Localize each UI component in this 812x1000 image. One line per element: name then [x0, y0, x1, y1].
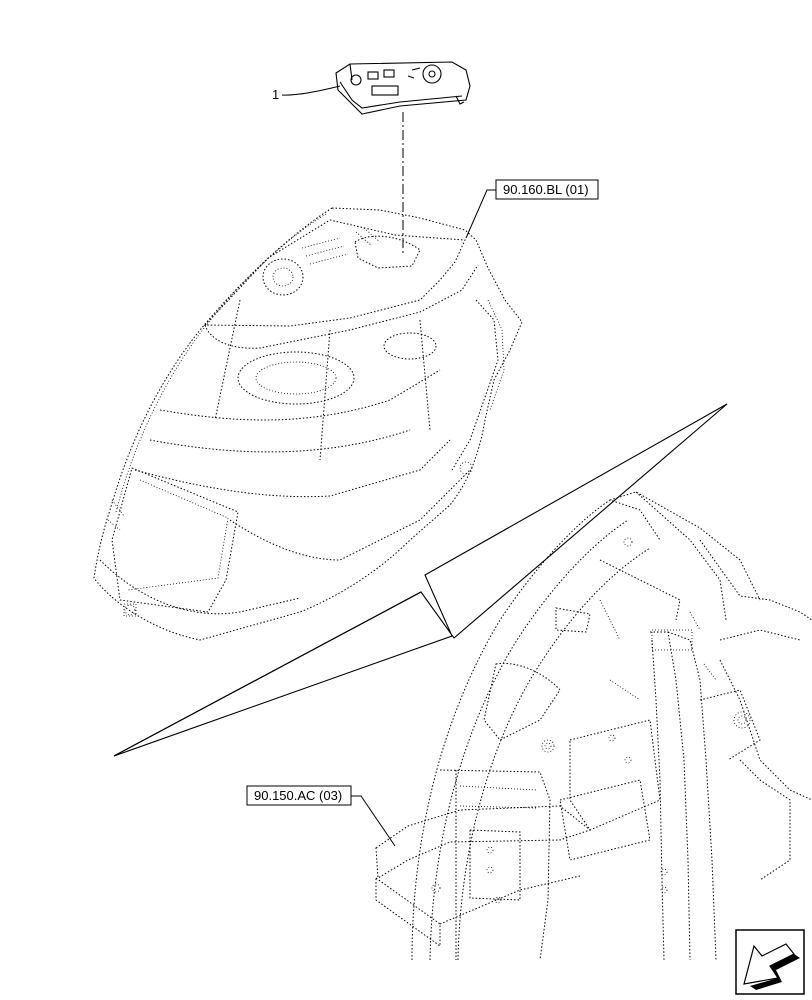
fender-wheel-arch-assembly: [375, 491, 812, 961]
reference-callout-bottom[interactable]: 90.150.AC (03): [246, 785, 352, 806]
cab-dashboard-shroud: [93, 207, 523, 641]
ref-top-leader: [465, 189, 496, 239]
ref-bottom-leader: [351, 795, 396, 847]
part-number-leader: [281, 85, 341, 96]
part-number-label: 1: [272, 87, 279, 102]
navigation-arrow-icon[interactable]: [735, 929, 805, 995]
ref-label-bottom: 90.150.AC (03): [254, 788, 342, 803]
part-1-switch-panel[interactable]: [335, 61, 471, 115]
ref-label-top: 90.160.BL (01): [503, 182, 589, 197]
reference-callout-top[interactable]: 90.160.BL (01): [495, 179, 599, 200]
